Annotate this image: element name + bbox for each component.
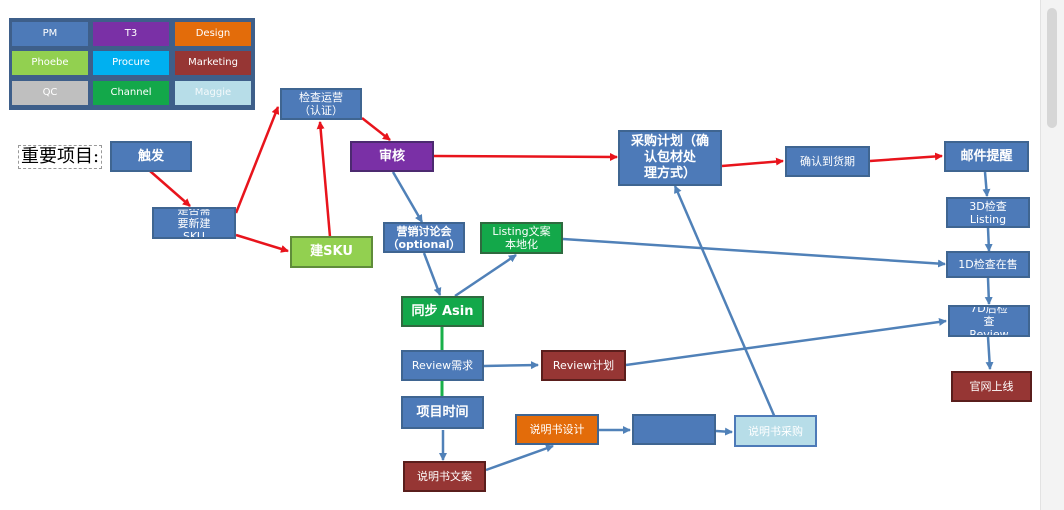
vertical-scrollbar[interactable] bbox=[1040, 0, 1064, 510]
edge-manual-purchase bbox=[673, 185, 778, 421]
legend-pm: PM bbox=[12, 22, 88, 46]
node-sync-asin: 同步 Asin bbox=[401, 296, 484, 327]
edge-3d-1d bbox=[984, 227, 993, 252]
edge-listing-1d bbox=[562, 237, 946, 268]
node-review-plan: Review计划 bbox=[541, 350, 626, 381]
legend-phoebe: Phoebe bbox=[12, 51, 88, 75]
legend-channel: Channel bbox=[93, 81, 169, 105]
node-manual-copy: 说明书文案 bbox=[403, 461, 486, 492]
node-website-launch: 官网上线 bbox=[951, 371, 1032, 402]
edge-purchase-delivery bbox=[721, 157, 784, 168]
edge-sku-build bbox=[235, 233, 289, 253]
node-blank-step bbox=[632, 414, 716, 445]
edge-reviewneed-plan bbox=[483, 361, 539, 370]
edge-copy-design bbox=[485, 444, 554, 472]
color-legend: PM T3 Design Phoebe Procure Marketing QC… bbox=[9, 18, 255, 110]
legend-marketing: Marketing bbox=[175, 51, 251, 75]
edge-blank-purchase bbox=[715, 427, 733, 436]
edge-approve-meeting bbox=[391, 171, 424, 223]
node-trigger: 触发 bbox=[110, 141, 192, 172]
node-build-sku: 建SKU bbox=[290, 236, 373, 268]
node-review-approve: 审核 bbox=[350, 141, 434, 172]
legend-design: Design bbox=[175, 22, 251, 46]
node-manual-purchase: 说明书采购 bbox=[734, 415, 817, 447]
diagram-canvas: PM T3 Design Phoebe Procure Marketing QC… bbox=[9, 18, 1032, 492]
edge-meeting-asin bbox=[422, 252, 442, 296]
edge-build-check bbox=[316, 121, 332, 238]
node-purchase-plan: 采购计划（确 认包材处 理方式） bbox=[618, 130, 722, 186]
edge-1d-7d bbox=[984, 277, 993, 305]
edge-trigger-sku bbox=[149, 170, 191, 207]
node-check-operations: 检查运营 （认证） bbox=[280, 88, 362, 120]
node-need-new-sku: 是否需 要新建 SKU bbox=[152, 207, 236, 239]
edge-mail-3d bbox=[982, 171, 991, 197]
node-marketing-meeting: 营销讨论会 （optional） bbox=[383, 222, 465, 253]
scrollbar-thumb[interactable] bbox=[1047, 8, 1057, 128]
node-listing-localize: Listing文案 本地化 bbox=[480, 222, 563, 254]
edge-asin-listing bbox=[454, 253, 517, 298]
legend-procure: Procure bbox=[93, 51, 169, 75]
node-check-3d: 3D检查 Listing bbox=[946, 197, 1030, 228]
edge-check-approve bbox=[361, 117, 391, 141]
edge-plan-7d bbox=[625, 317, 947, 367]
edge-delivery-mail bbox=[869, 152, 943, 163]
legend-maggie: Maggie bbox=[175, 81, 251, 105]
connector-layer bbox=[149, 106, 994, 472]
node-review-7d: 7D后检 查 Review bbox=[948, 305, 1030, 337]
node-confirm-delivery: 确认到货期 bbox=[785, 146, 870, 177]
node-mail-reminder: 邮件提醒 bbox=[944, 141, 1029, 172]
node-manual-design: 说明书设计 bbox=[515, 414, 599, 445]
important-projects-label: 重要项目: bbox=[18, 145, 103, 169]
edge-7d-website bbox=[985, 336, 994, 370]
node-check-1d: 1D检查在售 bbox=[946, 251, 1030, 278]
edge-approve-purchase bbox=[433, 152, 618, 161]
legend-qc: QC bbox=[12, 81, 88, 105]
node-project-time: 项目时间 bbox=[401, 396, 484, 429]
legend-t3: T3 bbox=[93, 22, 169, 46]
edge-sku-check bbox=[234, 106, 280, 214]
node-review-need: Review需求 bbox=[401, 350, 484, 381]
